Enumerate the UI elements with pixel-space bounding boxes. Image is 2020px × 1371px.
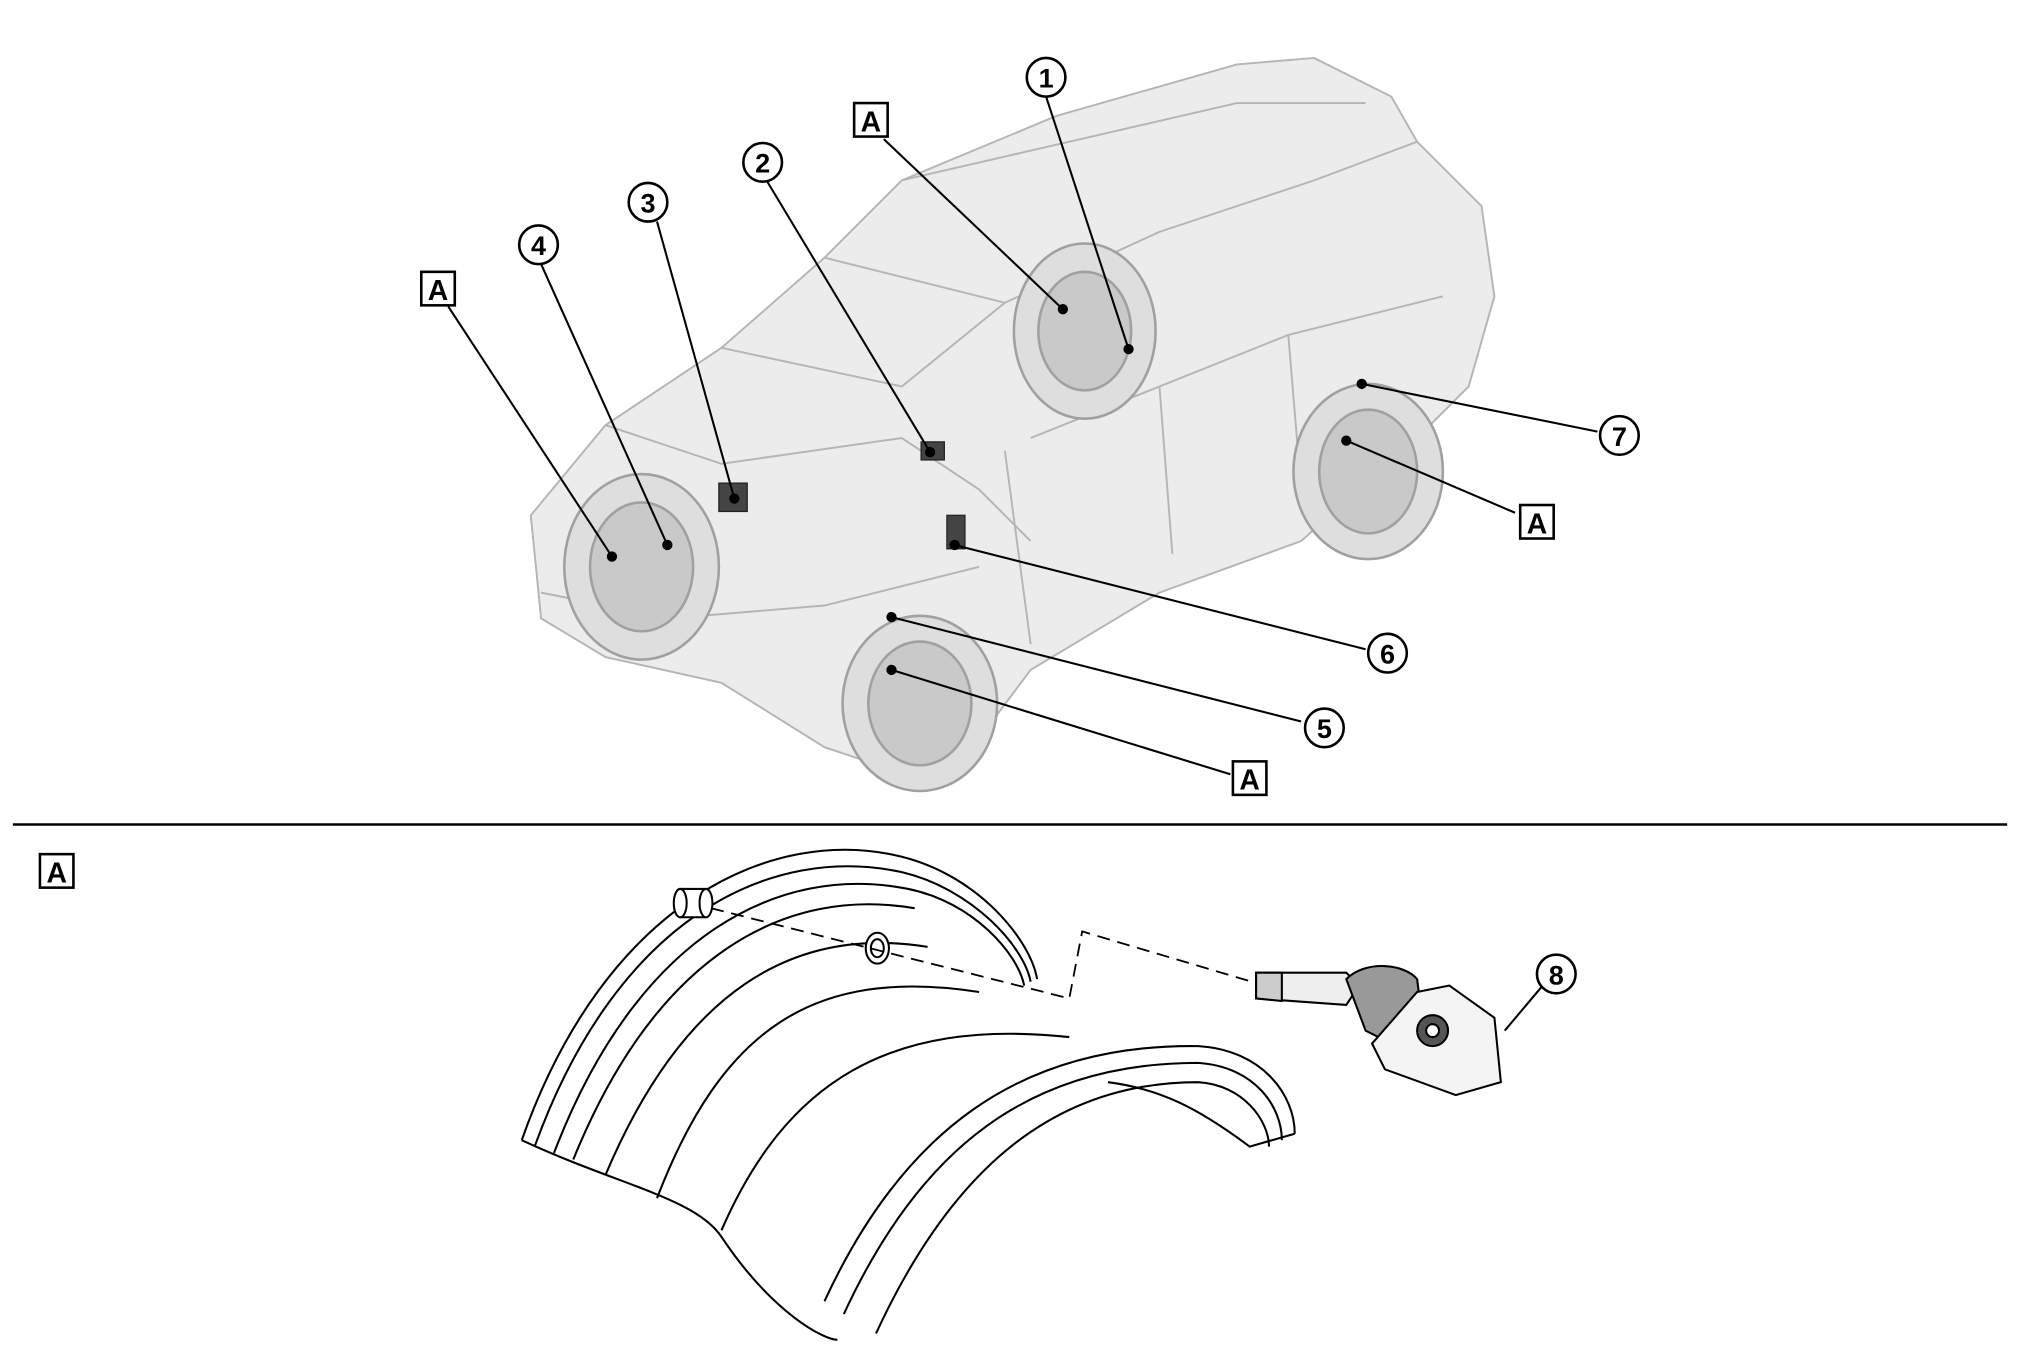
valve-cap — [672, 887, 714, 919]
valve-hole — [864, 931, 890, 965]
callout-4: 4 — [517, 224, 560, 266]
svg-text:4: 4 — [531, 231, 546, 261]
callout-8: 8 — [1535, 953, 1577, 995]
svg-text:A: A — [861, 106, 881, 138]
svg-text:1: 1 — [1039, 64, 1054, 94]
svg-text:3: 3 — [640, 189, 655, 219]
svg-text:2: 2 — [755, 149, 770, 179]
svg-text:5: 5 — [1317, 714, 1332, 744]
svg-text:7: 7 — [1612, 422, 1627, 452]
callout-3: 3 — [627, 181, 669, 223]
callout-5: 5 — [1303, 707, 1345, 749]
view-a-label-rear-right: A — [1518, 503, 1555, 540]
view-a-label-front-right: A — [1231, 760, 1268, 797]
view-a-label-rear-left: A — [852, 101, 889, 138]
callout-1: 1 — [1025, 56, 1067, 98]
callout-2: 2 — [742, 141, 784, 183]
svg-text:8: 8 — [1549, 960, 1564, 990]
view-a-label-front-left: A — [419, 270, 457, 307]
detail-view-a-label: A — [38, 852, 75, 889]
wheels — [562, 242, 1445, 793]
tpms-sensor-valve — [1255, 965, 1502, 1097]
installation-path-dashed — [710, 907, 1257, 1000]
svg-text:A: A — [428, 275, 448, 307]
callout-6: 6 — [1366, 632, 1409, 674]
callout-7: 7 — [1598, 414, 1641, 457]
wheel-rim-section — [520, 848, 1296, 1341]
svg-text:A: A — [1239, 765, 1259, 797]
leader-lines — [447, 96, 1598, 1032]
svg-text:A: A — [1527, 508, 1547, 540]
svg-text:6: 6 — [1380, 639, 1395, 669]
svg-text:A: A — [46, 857, 66, 889]
